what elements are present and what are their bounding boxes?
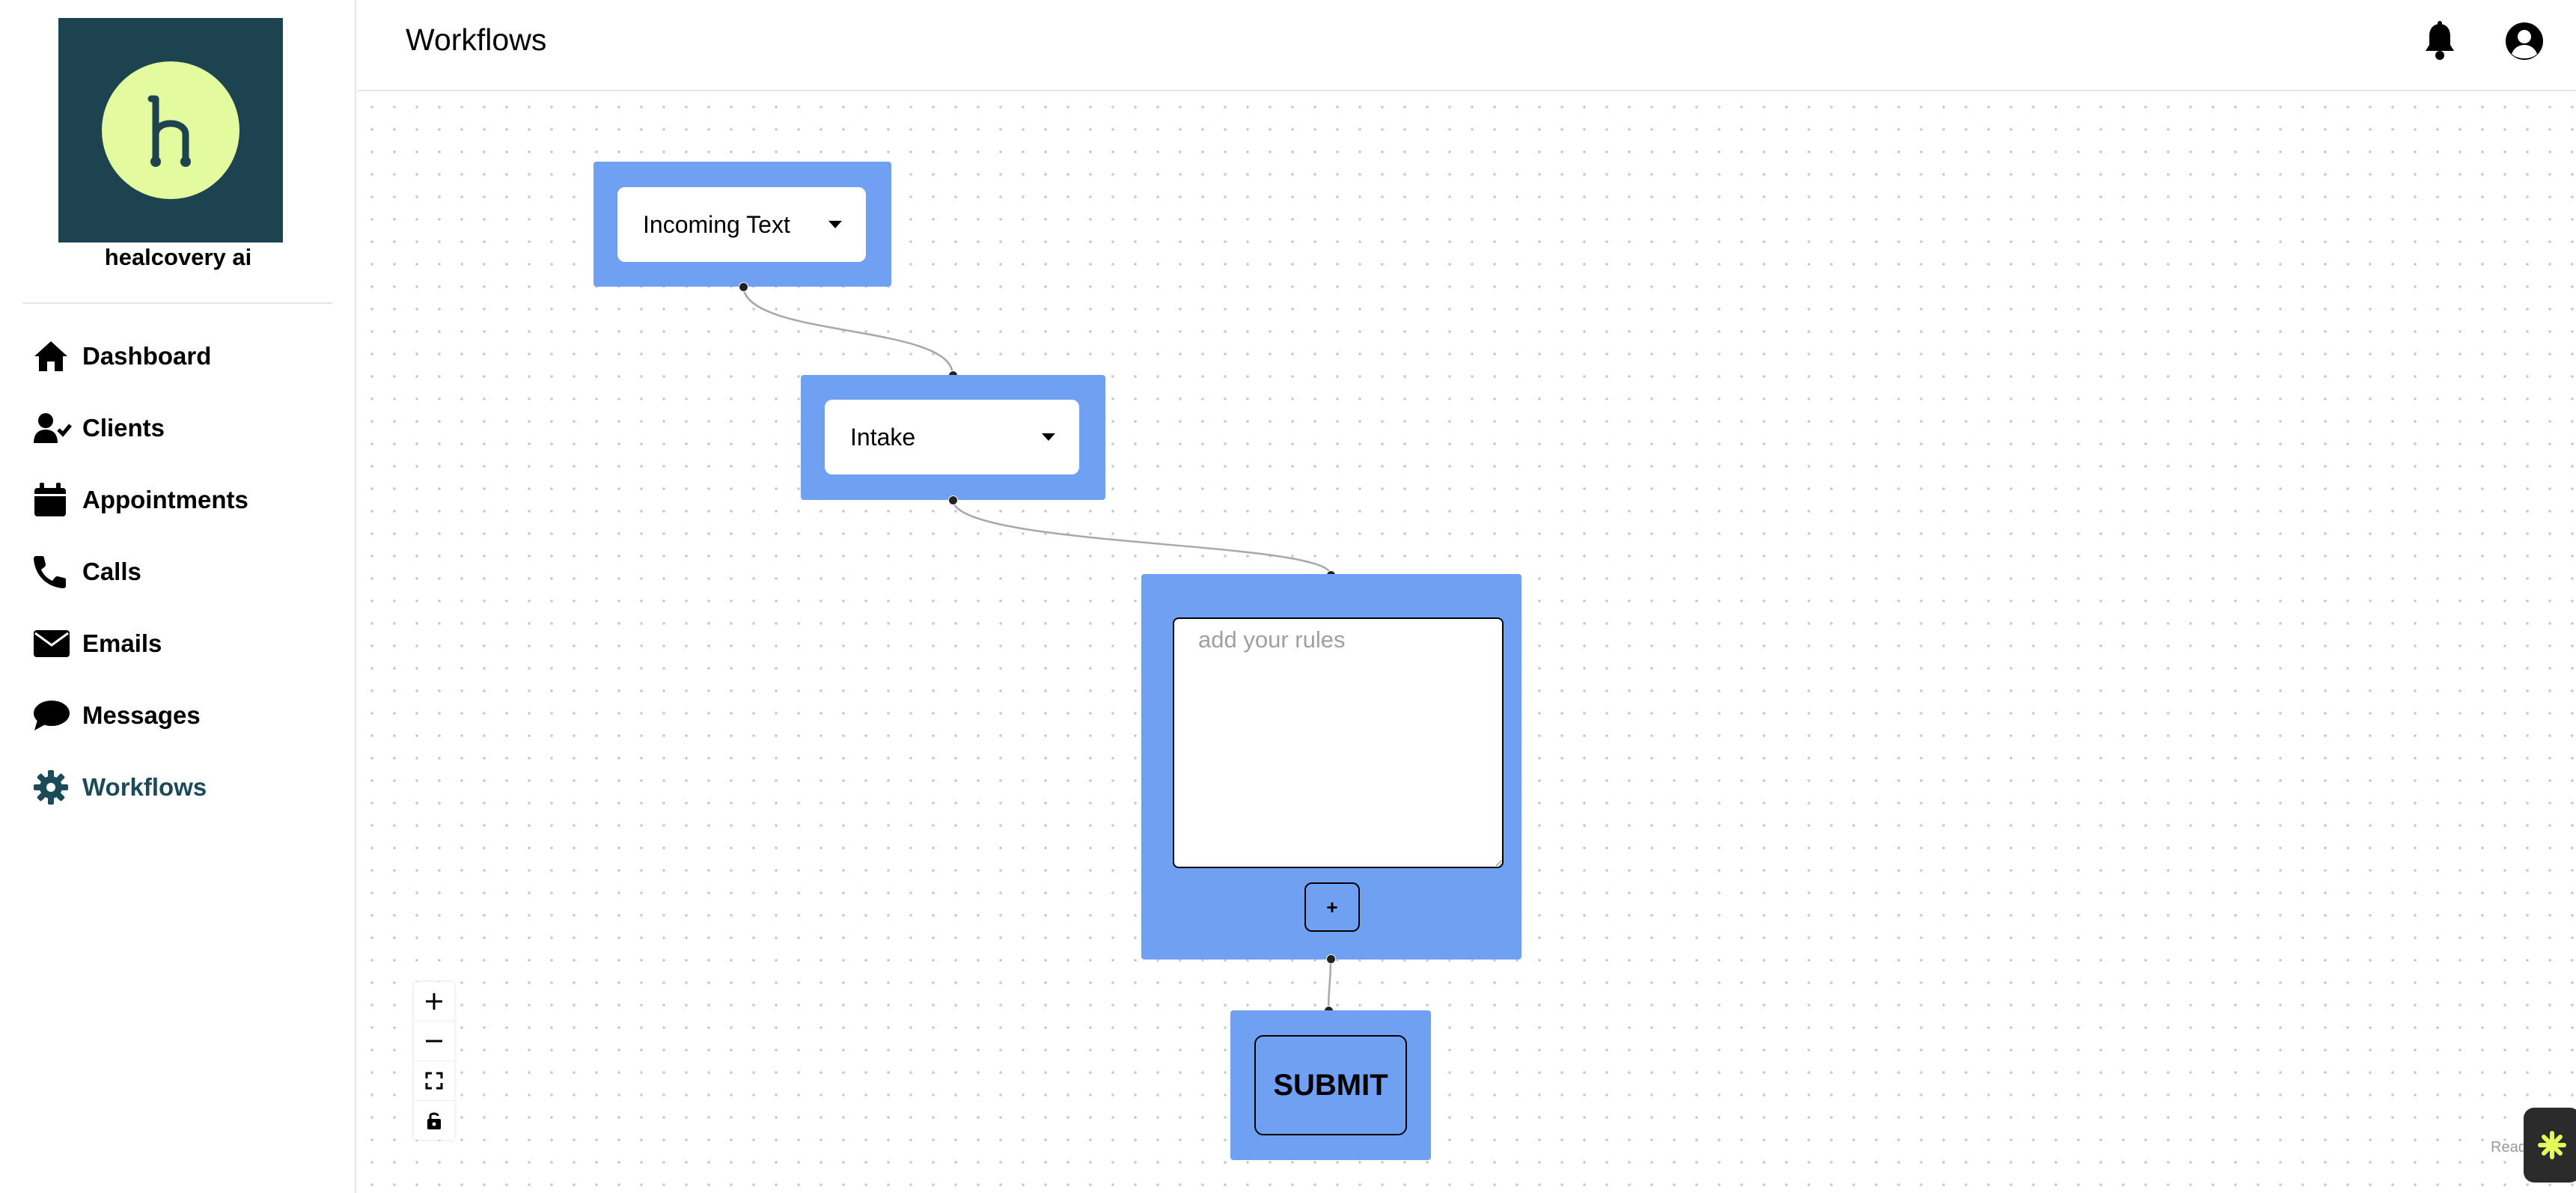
trigger-select[interactable]: Incoming Text bbox=[617, 187, 866, 262]
envelope-icon bbox=[33, 625, 73, 662]
minus-icon bbox=[426, 1040, 442, 1043]
bell-icon[interactable] bbox=[2423, 21, 2456, 65]
gear-icon bbox=[33, 769, 73, 806]
logo-h-icon bbox=[147, 95, 191, 167]
step-select[interactable]: Intake bbox=[825, 400, 1079, 475]
nav-label: Clients bbox=[82, 414, 165, 442]
edge-layer bbox=[742, 286, 1332, 1011]
phone-icon bbox=[33, 553, 73, 591]
user-check-icon bbox=[33, 409, 73, 447]
lock-icon bbox=[427, 1112, 441, 1129]
edge-step-to-rules bbox=[951, 499, 1332, 576]
plus-icon bbox=[426, 993, 442, 1010]
nav-label: Messages bbox=[82, 701, 201, 729]
nav-item-appointments[interactable]: Appointments bbox=[33, 477, 248, 522]
fit-view-icon bbox=[425, 1072, 443, 1090]
canvas-controls bbox=[414, 982, 454, 1140]
chevron-down-icon bbox=[828, 221, 842, 228]
node-handle[interactable] bbox=[948, 495, 958, 505]
chat-bubble-icon bbox=[33, 697, 73, 734]
zoom-in-button[interactable] bbox=[414, 982, 454, 1022]
logo-circle bbox=[102, 61, 239, 199]
submit-node[interactable]: SUBMIT bbox=[1230, 1010, 1431, 1160]
nav-label: Workflows bbox=[82, 773, 207, 801]
nav-item-calls[interactable]: Calls bbox=[33, 549, 141, 594]
home-icon bbox=[33, 338, 73, 375]
nav-item-dashboard[interactable]: Dashboard bbox=[33, 334, 211, 379]
sidebar: healcovery ai Dashboard Clients Appointm… bbox=[0, 0, 356, 1193]
brand-name: healcovery ai bbox=[104, 244, 252, 270]
calendar-icon bbox=[33, 481, 73, 519]
edge-trigger-to-step bbox=[742, 286, 954, 376]
brand-logo bbox=[58, 18, 283, 242]
nav-item-messages[interactable]: Messages bbox=[33, 693, 201, 738]
top-header: Workflows bbox=[358, 0, 2576, 91]
lock-button[interactable] bbox=[414, 1101, 454, 1140]
step-node[interactable]: Intake bbox=[801, 375, 1105, 500]
page-title: Workflows bbox=[406, 22, 547, 57]
nav-label: Emails bbox=[82, 629, 162, 657]
rules-textarea[interactable] bbox=[1173, 617, 1504, 868]
sparkle-icon bbox=[2538, 1131, 2566, 1159]
nav-label: Appointments bbox=[82, 486, 248, 513]
nav-label: Calls bbox=[82, 558, 141, 585]
nav-label: Dashboard bbox=[82, 342, 212, 370]
nav-item-emails[interactable]: Emails bbox=[33, 621, 162, 666]
trigger-node[interactable]: Incoming Text bbox=[593, 162, 891, 287]
assistant-widget-button[interactable] bbox=[2524, 1108, 2576, 1183]
nav-item-clients[interactable]: Clients bbox=[33, 406, 165, 451]
node-handle[interactable] bbox=[739, 282, 748, 292]
step-select-value: Intake bbox=[850, 423, 916, 451]
trigger-select-value: Incoming Text bbox=[643, 210, 790, 238]
fit-view-button[interactable] bbox=[414, 1061, 454, 1101]
add-rule-button[interactable]: + bbox=[1304, 882, 1360, 932]
rules-node[interactable]: + bbox=[1141, 574, 1522, 959]
chevron-down-icon bbox=[1042, 433, 1055, 441]
submit-button[interactable]: SUBMIT bbox=[1254, 1035, 1407, 1135]
workflow-canvas[interactable]: Incoming Text Intake + SUBMIT bbox=[358, 91, 2576, 1193]
nav-item-workflows[interactable]: Workflows bbox=[33, 765, 207, 810]
attribution-text[interactable]: Read bbox=[2491, 1139, 2527, 1156]
user-circle-icon[interactable] bbox=[2504, 21, 2545, 65]
zoom-out-button[interactable] bbox=[414, 1022, 454, 1061]
sidebar-divider bbox=[22, 302, 332, 304]
node-handle[interactable] bbox=[1326, 954, 1336, 964]
edge-rules-to-submit bbox=[1327, 958, 1332, 1011]
